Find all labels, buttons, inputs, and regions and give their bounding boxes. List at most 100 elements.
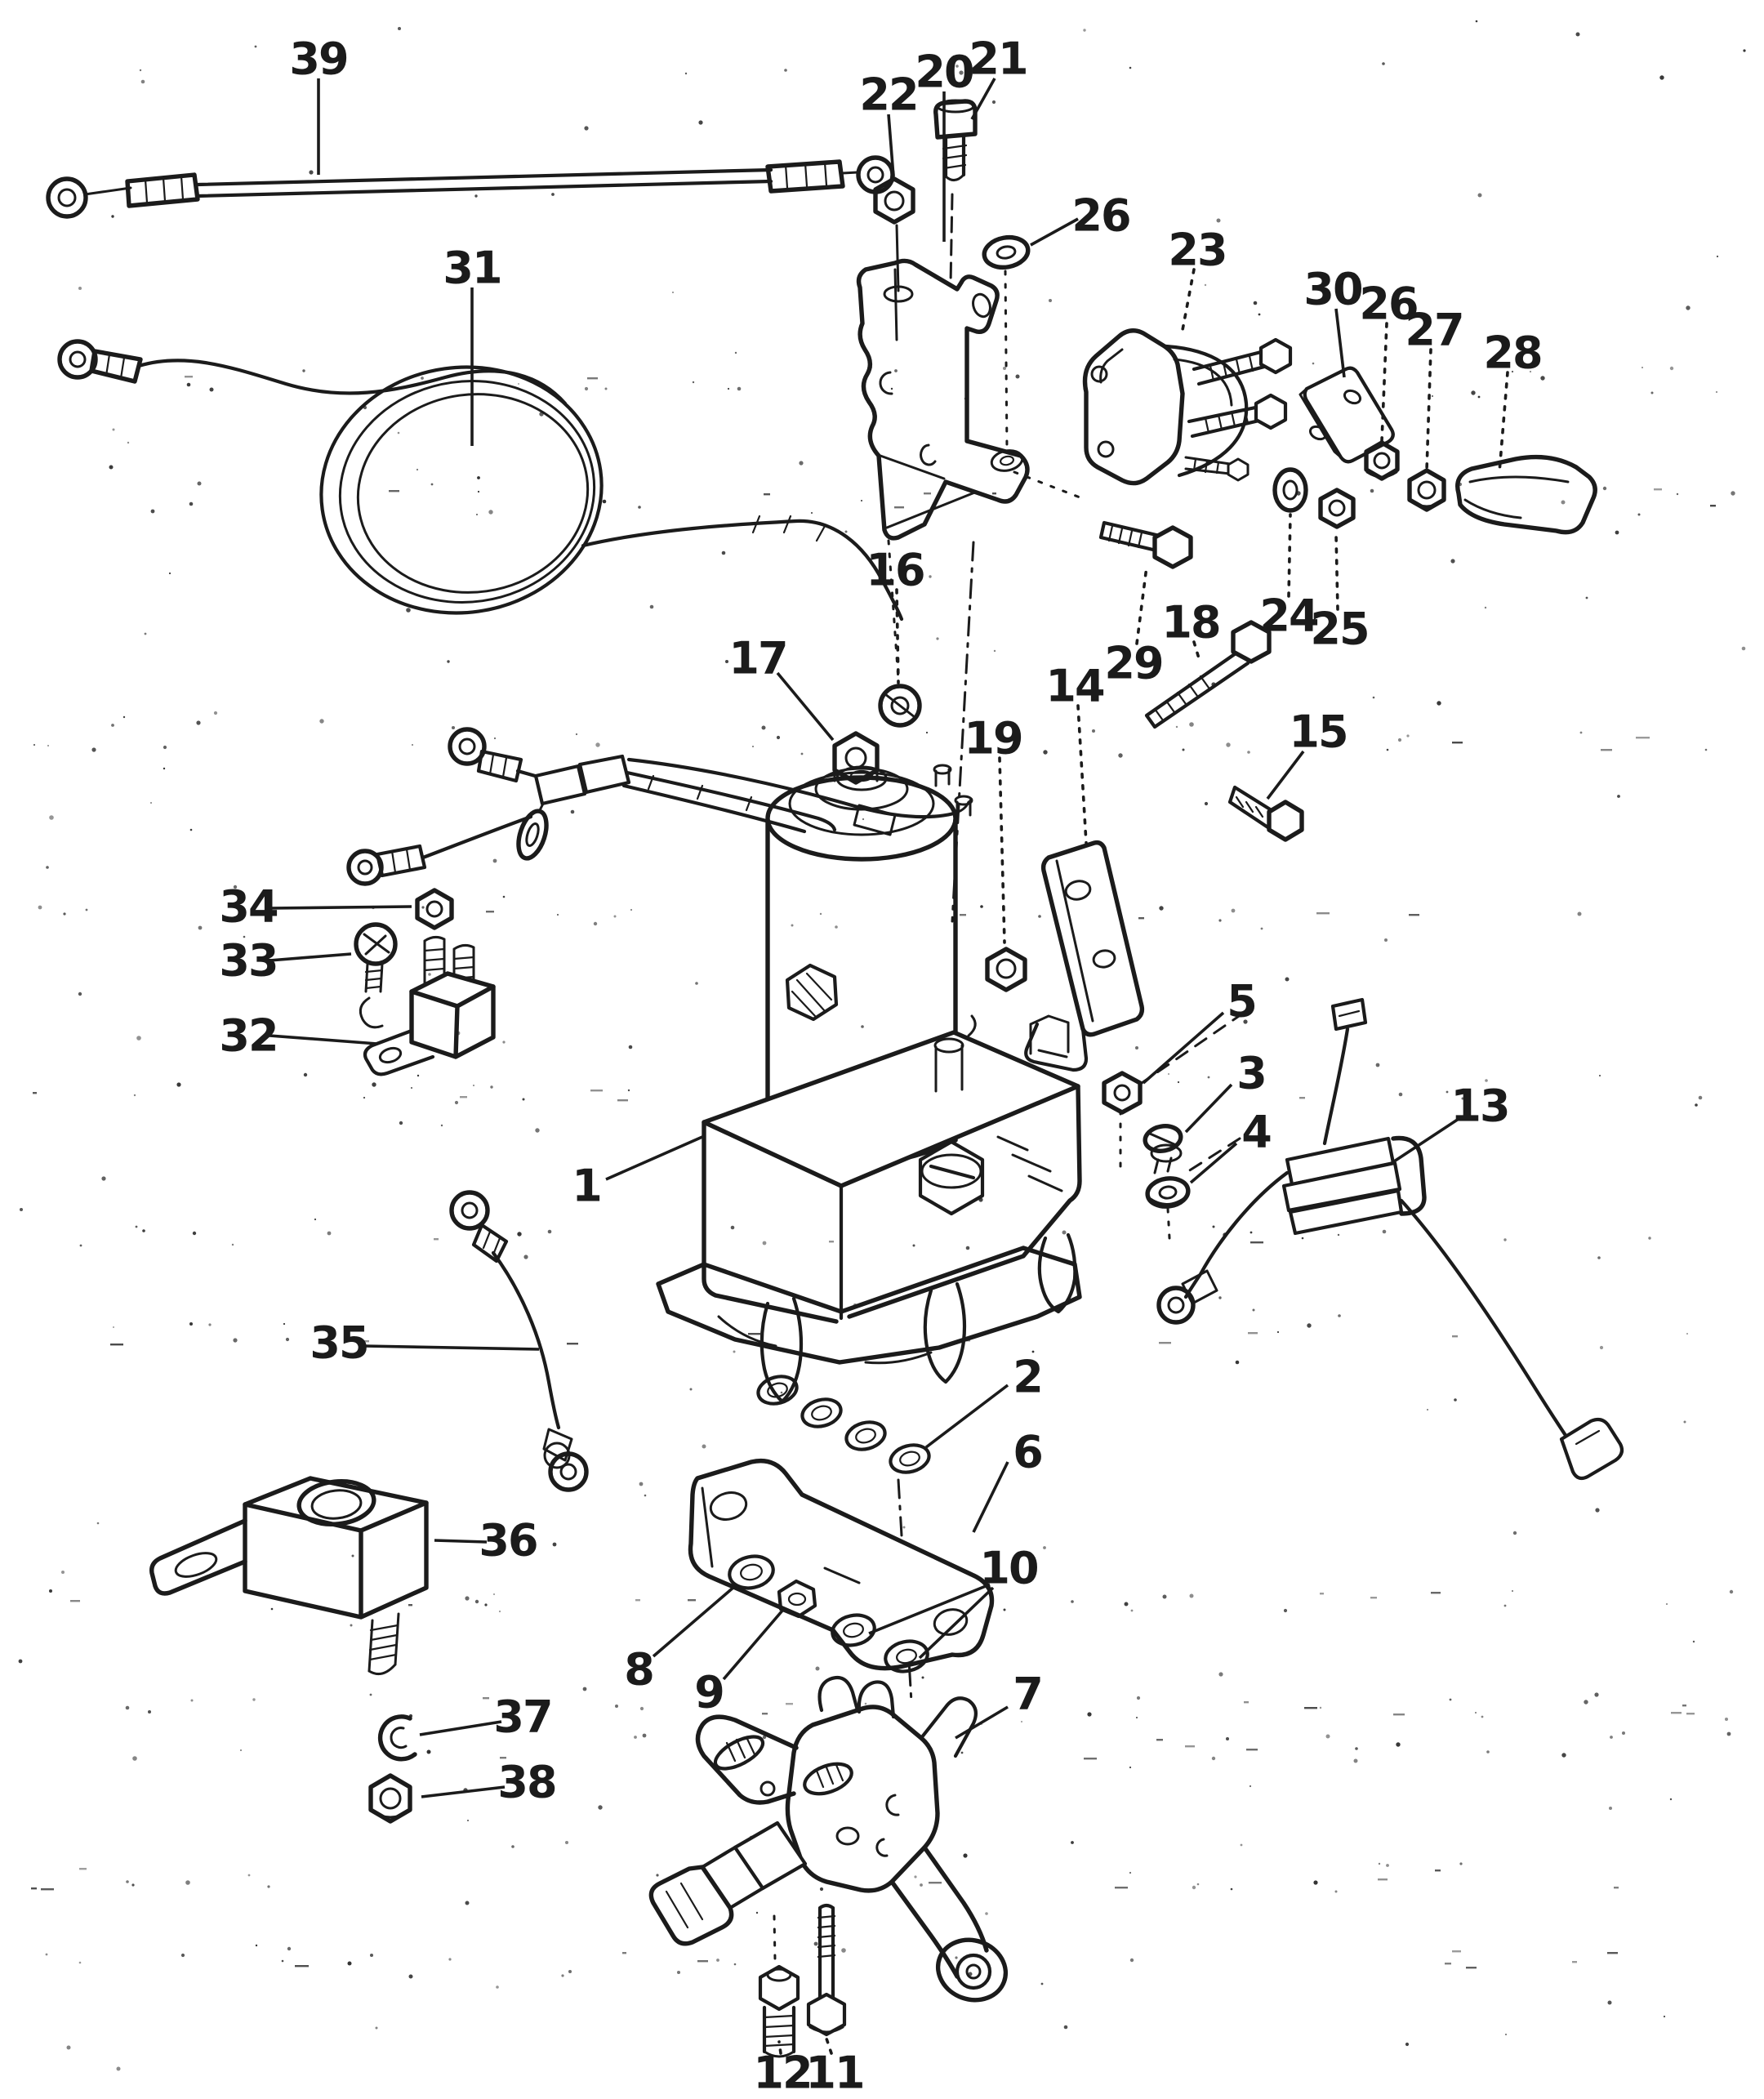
noise-dot xyxy=(799,461,804,466)
noise-dot xyxy=(1175,725,1178,729)
noise-dot xyxy=(1375,1063,1380,1067)
noise-dot xyxy=(406,608,411,613)
noise-dot xyxy=(598,1805,603,1810)
noise-dot xyxy=(1135,1046,1138,1050)
noise-dot xyxy=(656,1874,659,1877)
noise-dash xyxy=(1320,1593,1324,1595)
noise-dot xyxy=(477,476,480,479)
axis-to-screw-3 xyxy=(1184,1137,1241,1174)
noise-dot xyxy=(490,1085,493,1089)
noise-dot xyxy=(1397,738,1402,742)
leader-30 xyxy=(1334,308,1346,378)
noise-dot xyxy=(148,1710,151,1714)
leader-11 xyxy=(825,2037,833,2055)
noise-dot xyxy=(593,921,598,926)
noise-dot xyxy=(752,746,754,747)
callout-29: 29 xyxy=(1104,638,1162,689)
noise-dot xyxy=(1063,2025,1068,2030)
noise-dot xyxy=(1043,1546,1046,1549)
noise-dot xyxy=(959,70,964,75)
noise-dot xyxy=(1307,1323,1312,1328)
callout-8: 8 xyxy=(624,1644,653,1696)
part-36-terminal-block xyxy=(149,1476,429,1676)
noise-dot xyxy=(347,1961,352,1966)
noise-dot xyxy=(33,743,36,746)
noise-dash xyxy=(697,1960,708,1963)
noise-dot xyxy=(639,1482,644,1486)
leader-36 xyxy=(434,1539,488,1544)
part-39-battery-cable xyxy=(46,155,895,219)
noise-dash xyxy=(567,1343,578,1345)
noise-dot xyxy=(1561,500,1566,505)
noise-dot xyxy=(176,1082,181,1087)
noise-dot xyxy=(1594,1692,1599,1697)
leader-17 xyxy=(776,671,835,742)
noise-dot xyxy=(737,386,742,391)
noise-dash xyxy=(688,1599,696,1602)
noise-dot xyxy=(85,908,88,911)
leader-10 xyxy=(868,1583,991,1635)
noise-dash xyxy=(70,1600,80,1602)
noise-dash xyxy=(483,1697,489,1700)
noise-dot xyxy=(985,1912,988,1915)
noise-dash xyxy=(617,1099,628,1102)
part-30-link-plate xyxy=(1298,366,1395,464)
leader-25 xyxy=(1334,533,1339,611)
noise-dot xyxy=(1432,395,1433,397)
leader-28 xyxy=(1498,371,1509,474)
noise-dot xyxy=(1130,1609,1134,1612)
noise-dot xyxy=(638,506,641,509)
leader-26 xyxy=(1380,322,1388,443)
noise-dash xyxy=(622,1952,626,1954)
noise-dot xyxy=(535,1128,540,1133)
noise-dot xyxy=(1669,1798,1673,1801)
leader-3 xyxy=(1184,1083,1233,1134)
noise-dot xyxy=(447,660,450,663)
noise-dot xyxy=(584,386,589,391)
noise-dash xyxy=(1248,1332,1258,1335)
noise-dot xyxy=(1704,748,1708,751)
noise-dot xyxy=(474,1599,479,1604)
noise-dot xyxy=(493,737,497,740)
noise-dot xyxy=(522,1098,525,1101)
noise-dot xyxy=(689,1388,693,1391)
noise-dot xyxy=(1485,1079,1488,1082)
noise-dot xyxy=(980,905,983,908)
noise-dot xyxy=(1731,491,1735,496)
axis-washer-26 xyxy=(1004,270,1009,451)
leader-34 xyxy=(269,905,412,910)
noise-dot xyxy=(319,719,324,724)
noise-dot xyxy=(1599,1345,1604,1350)
noise-dot xyxy=(412,744,413,746)
part-20-mount-bracket xyxy=(856,258,1030,541)
noise-dot xyxy=(1378,1862,1381,1865)
noise-dash xyxy=(1682,1705,1686,1707)
noise-dash xyxy=(587,377,598,380)
callout-15: 15 xyxy=(1289,706,1347,758)
noise-dot xyxy=(1162,1594,1167,1599)
noise-dot xyxy=(38,905,42,910)
noise-dot xyxy=(1698,1095,1703,1100)
noise-dot xyxy=(150,802,152,804)
part-24-washer xyxy=(1272,467,1308,513)
noise-dot xyxy=(270,1607,274,1611)
noise-dot xyxy=(1725,1718,1728,1721)
noise-dot xyxy=(615,1705,618,1708)
noise-dot xyxy=(428,973,431,976)
leader-38 xyxy=(421,1785,506,1798)
noise-dash xyxy=(460,1096,467,1099)
noise-dot xyxy=(861,500,862,501)
noise-dot xyxy=(762,1241,767,1246)
callout-5: 5 xyxy=(1227,976,1256,1027)
noise-dot xyxy=(1715,390,1718,394)
leader-22 xyxy=(887,114,895,177)
noise-dot xyxy=(1386,1864,1389,1867)
noise-dot xyxy=(1218,1672,1223,1677)
noise-dot xyxy=(1716,255,1719,258)
noise-dot xyxy=(66,2045,71,2050)
noise-dot xyxy=(776,735,781,740)
callout-6: 6 xyxy=(1013,1427,1042,1478)
callout-27: 27 xyxy=(1405,305,1463,356)
noise-dash xyxy=(590,1090,603,1092)
